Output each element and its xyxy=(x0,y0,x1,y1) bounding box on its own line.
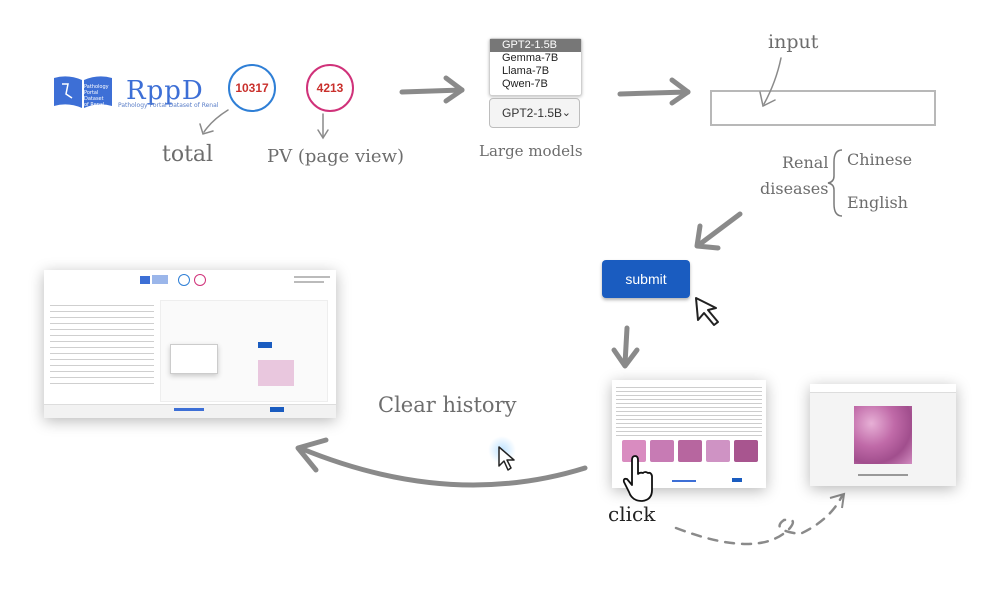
book-logo-icon xyxy=(54,76,112,108)
logo-title: RppD xyxy=(126,76,204,106)
page-screenshot-thumbnail xyxy=(44,270,336,418)
pathology-image[interactable] xyxy=(734,440,758,462)
click-label: click xyxy=(608,502,656,526)
model-option[interactable]: Gemma-7B xyxy=(502,52,559,64)
pathology-image[interactable] xyxy=(706,440,730,462)
total-counter: 10317 xyxy=(228,64,276,112)
large-models-label: Large models xyxy=(479,142,583,160)
model-select-value: GPT2-1.5B xyxy=(502,106,563,120)
logo-subtitle: Pathology Portal Dataset of Renal xyxy=(118,102,219,109)
model-dropdown-list[interactable]: GPT2-1.5B Gemma-7B Llama-7B Qwen-7B xyxy=(489,38,582,96)
clear-history-label: Clear history xyxy=(378,393,517,417)
pathology-image[interactable] xyxy=(650,440,674,462)
model-select[interactable]: GPT2-1.5B ⌄ xyxy=(489,98,580,128)
cursor-arrow-icon xyxy=(498,446,515,471)
pathology-image[interactable] xyxy=(622,440,646,462)
total-label: total xyxy=(162,142,214,167)
question-input[interactable] xyxy=(710,90,936,126)
pv-counter: 4213 xyxy=(306,64,354,112)
pathology-image[interactable] xyxy=(678,440,702,462)
model-option[interactable]: GPT2-1.5B xyxy=(490,39,581,52)
pointer-cursor-icon xyxy=(695,297,719,326)
logo xyxy=(52,74,192,114)
pv-label: PV (page view) xyxy=(267,146,405,167)
chevron-down-icon: ⌄ xyxy=(561,107,571,119)
logo-book-text: Pathology Portal Dataset of Renal xyxy=(84,84,109,108)
submit-button[interactable]: submit xyxy=(602,260,690,298)
model-option[interactable]: Qwen-7B xyxy=(502,78,548,90)
zoomed-pathology-image xyxy=(854,406,912,464)
model-option[interactable]: Llama-7B xyxy=(502,65,550,77)
renal-diseases-label: Renal diseases xyxy=(760,153,829,198)
brace-icon xyxy=(827,149,843,217)
chinese-label: Chinese xyxy=(847,150,913,169)
results-screenshot xyxy=(612,380,766,488)
hand-pointer-icon xyxy=(622,455,653,502)
english-label: English xyxy=(847,193,908,212)
zoomed-image-screenshot xyxy=(810,384,956,486)
input-label: input xyxy=(768,31,819,53)
